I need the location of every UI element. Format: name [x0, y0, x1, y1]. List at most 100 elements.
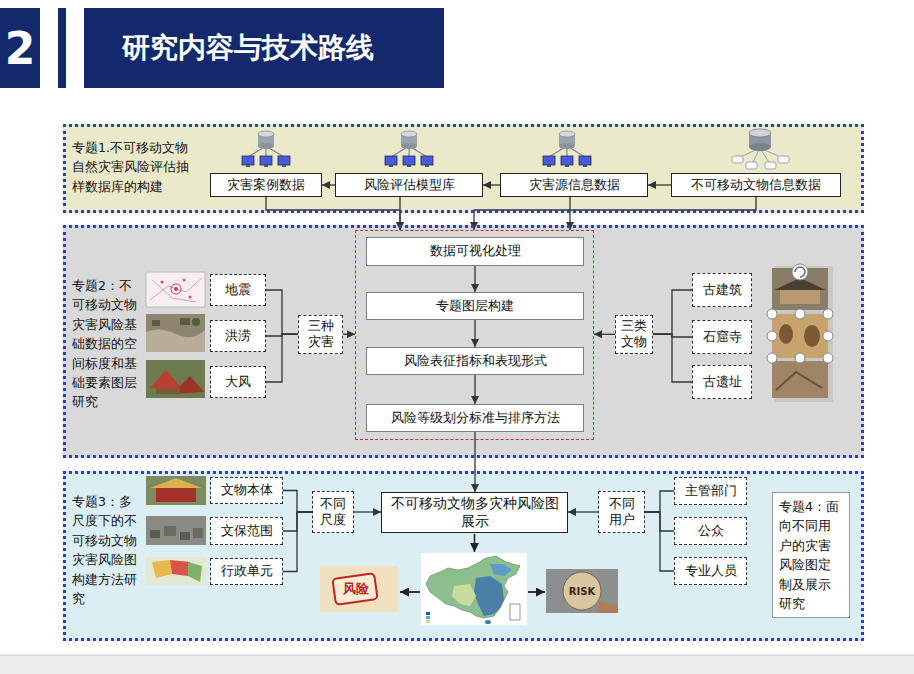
connector — [653, 290, 692, 334]
selection-handle — [767, 309, 777, 319]
hazard-box: 地震 — [210, 274, 266, 306]
connector — [474, 197, 756, 230]
grotto-niche — [804, 325, 820, 347]
data-box: 灾害案例数据 — [210, 173, 322, 197]
connector — [399, 197, 400, 230]
process-box: 专题图层构建 — [366, 292, 584, 320]
selection-handle — [767, 353, 777, 363]
topic-text: 专题2：不可移动文物灾害风险基础数据的空间标度和基础要素图层研究 — [72, 276, 142, 412]
box-label: 文物本体 — [221, 482, 273, 498]
district-map — [146, 557, 206, 585]
map-legend — [426, 616, 430, 619]
output-arrow — [400, 591, 420, 593]
scale-box: 行政单元 — [210, 558, 283, 585]
section-number: 2 — [0, 8, 40, 88]
database-icon — [385, 131, 433, 167]
selection-handle — [823, 331, 833, 341]
data-box: 风险评估模型库 — [335, 173, 483, 197]
connector — [648, 184, 671, 185]
risk-zone — [452, 584, 476, 606]
data-box: 不可移动文物信息数据 — [671, 173, 841, 197]
building — [164, 526, 176, 536]
china-map — [426, 556, 520, 624]
user-box: 公众 — [674, 517, 747, 545]
topic-band: 专题1.不可移动文物自然灾害风险评估抽样数据库的构建灾害案例数据风险评估模型库 灾… — [63, 124, 864, 213]
rotate-arrow — [795, 267, 805, 277]
connector — [645, 491, 674, 512]
grotto-niche — [779, 324, 793, 344]
selection-handle — [767, 331, 777, 341]
topic-box: 专题4：面向不同用户的灾害风险图定制及展示研究 — [772, 492, 850, 618]
process-frame: 数据可视化处理专题图层构建风险表征指标和表现形式风险等级划分标准与排序方法 — [355, 230, 594, 440]
box-label: 不同用户 — [603, 496, 640, 529]
connector — [483, 184, 500, 185]
scale-box: 文物本体 — [210, 477, 283, 504]
process-box: 风险等级划分标准与排序方法 — [366, 404, 584, 432]
country-shape — [426, 556, 520, 618]
output-arrow — [528, 591, 545, 593]
box-label: 数据可视化处理 — [430, 243, 521, 259]
island — [485, 620, 491, 624]
risk-ball-photo — [546, 569, 618, 613]
box-label: 风险表征指标和表现形式 — [404, 353, 547, 369]
wind-photo — [146, 360, 205, 398]
box-label: 灾害源信息数据 — [529, 177, 620, 193]
risk-ball — [563, 572, 601, 610]
epicenter — [171, 284, 181, 294]
epicenter — [174, 287, 178, 291]
box-label: 专业人员 — [685, 563, 737, 579]
connector — [653, 334, 692, 382]
fault-line — [152, 280, 196, 302]
heritage-box: 石窟寺 — [692, 320, 752, 354]
box-label: 不可移动文物多灾种风险图展示 — [386, 495, 563, 530]
group-box: 三类文物 — [615, 315, 653, 354]
user-box: 主管部门 — [674, 477, 747, 505]
ruin-wall — [776, 372, 822, 390]
stamp-text: 风险 — [338, 579, 374, 599]
group-box: 不同用户 — [598, 491, 645, 533]
database-icon — [242, 131, 290, 167]
photo-frame — [546, 569, 618, 613]
box-label: 大风 — [225, 374, 251, 390]
box-label: 专题图层构建 — [436, 298, 514, 314]
photo-frame — [146, 557, 206, 585]
ruin-photo — [772, 361, 828, 398]
box-label: 主管部门 — [685, 483, 737, 499]
temple-roof — [150, 478, 202, 488]
ball-text: RISK — [564, 584, 600, 598]
photo-frame — [320, 566, 398, 612]
district — [170, 560, 190, 576]
band-ground — [63, 225, 864, 458]
connector — [354, 511, 381, 512]
photo-frame — [146, 476, 206, 505]
broken-roof — [150, 370, 182, 388]
building — [150, 530, 160, 538]
selection-handle — [823, 309, 833, 319]
box-label: 石窟寺 — [703, 329, 742, 345]
quake-dot — [183, 279, 186, 282]
group-box: 不同尺度 — [312, 491, 354, 533]
process-box: 风险表征指标和表现形式 — [366, 347, 584, 375]
group-box: 三种灾害 — [298, 315, 343, 354]
box-label: 三类文物 — [620, 318, 648, 351]
connector — [343, 334, 355, 335]
flood-water — [146, 329, 205, 352]
footer-rule — [0, 655, 914, 656]
quake-dot — [161, 281, 164, 284]
heritage-box: 古遗址 — [692, 365, 752, 399]
map-legend — [426, 620, 430, 623]
topic-text: 专题1.不可移动文物自然灾害风险评估抽样数据库的构建 — [72, 138, 194, 196]
data-box: 灾害源信息数据 — [500, 173, 648, 197]
inset-box — [510, 604, 520, 620]
connector — [474, 266, 475, 292]
header-block — [0, 8, 40, 88]
database-icon — [543, 131, 591, 167]
connector — [266, 197, 400, 230]
hazard-box: 洪涝 — [210, 320, 266, 352]
heritage-photos — [767, 264, 833, 402]
connector — [474, 375, 475, 404]
topic-band: 专题3：多尺度下的不可移动文物灾害风险图构建方法研究文物本体文保范围行政单元不同… — [63, 471, 864, 641]
town-photo — [146, 516, 206, 545]
